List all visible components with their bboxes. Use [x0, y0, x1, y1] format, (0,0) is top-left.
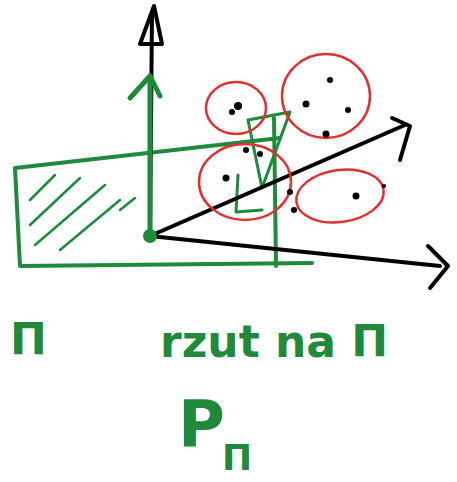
- plane-label: Π: [10, 318, 47, 362]
- plane: [15, 112, 312, 266]
- point-clusters: [199, 54, 387, 228]
- projection-subscript: Π: [222, 440, 252, 476]
- points: [223, 77, 387, 213]
- projection-note: rzut na Π: [160, 320, 388, 364]
- normal-vector: [130, 76, 160, 236]
- projection-symbol: P: [178, 392, 225, 456]
- axes: [140, 6, 448, 288]
